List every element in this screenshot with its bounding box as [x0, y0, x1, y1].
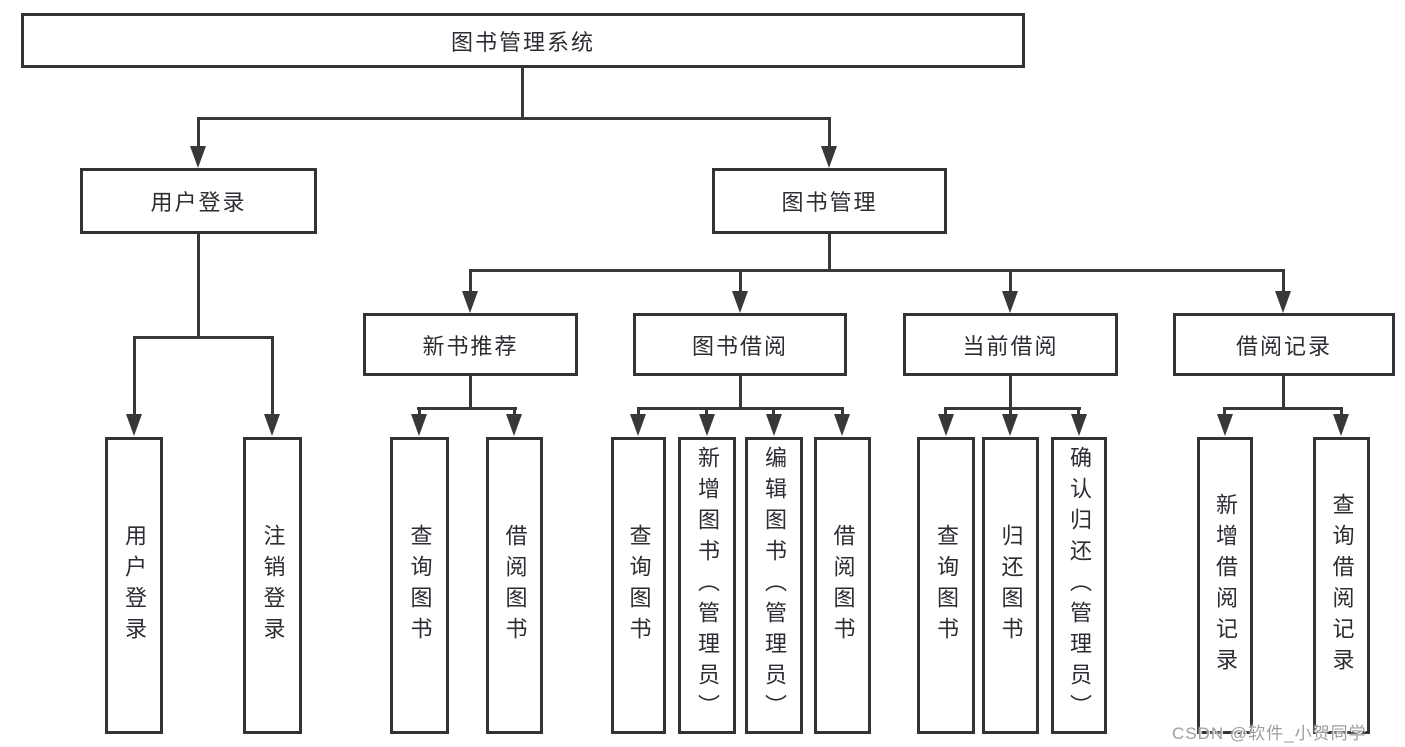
arrow-to-leaf-12: [1217, 414, 1233, 436]
connector-drop-borrow-records: [1282, 269, 1285, 293]
leaf-query-books-1: 查询图书: [390, 437, 449, 734]
connector-book-borrow-stem: [739, 376, 742, 407]
leaf-logout: 注销登录: [243, 437, 302, 734]
node-current-borrowing: 当前借阅: [903, 313, 1118, 376]
node-new-book-recommend: 新书推荐: [363, 313, 578, 376]
connector-drop-leaf-11: [1077, 407, 1080, 416]
arrow-to-leaf-10: [1002, 414, 1018, 436]
arrow-to-book-mgmt: [821, 146, 837, 168]
arrow-to-leaf-5: [630, 414, 646, 436]
connector-drop-leaf-8: [841, 407, 844, 416]
connector-drop-leaf-12: [1223, 407, 1226, 416]
leaf-edit-books-admin: 编辑图书（管理员）: [745, 437, 803, 734]
arrow-to-current-borrow: [1002, 291, 1018, 313]
connector-drop-leaf-3: [418, 407, 421, 416]
connector-drop-new-books: [469, 269, 472, 293]
leaf-query-books-3-label: 查询图书: [934, 523, 959, 648]
connector-drop-user-login: [197, 117, 200, 148]
connector-level3-rail: [469, 269, 1285, 272]
leaf-return-books-label: 归还图书: [998, 523, 1024, 648]
connector-drop-leaf-logout: [271, 336, 274, 416]
connector-drop-leaf-6: [705, 407, 708, 416]
node-current-borrowing-label: 当前借阅: [962, 333, 1059, 359]
leaf-query-borrow-record-label: 查询借阅记录: [1329, 492, 1355, 679]
node-book-management: 图书管理: [712, 168, 947, 234]
arrow-to-new-books: [462, 291, 478, 313]
leaf-user-login-label: 用户登录: [122, 523, 147, 648]
arrow-to-leaf-4: [506, 414, 522, 436]
arrow-to-leaf-13: [1333, 414, 1349, 436]
arrow-to-leaf-logout: [264, 414, 280, 436]
connector-new-books-stem: [469, 376, 472, 407]
leaf-edit-books-admin-label: 编辑图书（管理员）: [762, 446, 787, 725]
connector-drop-leaf-4: [513, 407, 516, 416]
connector-drop-leaf-5: [637, 407, 640, 416]
leaf-add-borrow-record: 新增借阅记录: [1197, 437, 1253, 734]
connector-book-mgmt-stem: [828, 234, 831, 269]
leaf-borrow-books-1: 借阅图书: [486, 437, 543, 734]
leaf-logout-label: 注销登录: [260, 523, 286, 648]
leaf-borrow-books-2: 借阅图书: [814, 437, 871, 734]
root-node-label: 图书管理系统: [450, 29, 595, 55]
arrow-to-book-borrow: [732, 291, 748, 313]
leaf-user-login: 用户登录: [105, 437, 163, 734]
leaf-query-borrow-record: 查询借阅记录: [1313, 437, 1370, 734]
node-book-management-label: 图书管理: [781, 190, 878, 215]
connector-new-books-rail: [417, 407, 517, 410]
connector-borrow-records-rail: [1223, 407, 1343, 410]
root-node-library-system: 图书管理系统: [21, 13, 1025, 68]
connector-user-login-stem: [197, 234, 200, 336]
connector-drop-leaf-10: [1009, 407, 1012, 416]
connector-drop-book-mgmt: [828, 117, 831, 148]
leaf-query-books-2-label: 查询图书: [626, 523, 652, 648]
leaf-borrow-books-2-label: 借阅图书: [830, 523, 856, 648]
leaf-query-books-1-label: 查询图书: [407, 523, 433, 648]
csdn-watermark: CSDN @软件_小贺同学: [1172, 724, 1367, 743]
leaf-query-books-3: 查询图书: [917, 437, 975, 734]
leaf-add-borrow-record-label: 新增借阅记录: [1213, 492, 1238, 679]
leaf-query-books-2: 查询图书: [611, 437, 666, 734]
node-borrowing-records-label: 借阅记录: [1235, 333, 1332, 359]
connector-level2-rail: [197, 117, 831, 120]
connector-current-borrow-stem: [1009, 376, 1012, 407]
leaf-borrow-books-1-label: 借阅图书: [502, 523, 528, 648]
leaf-return-books: 归还图书: [982, 437, 1039, 734]
leaf-add-books-admin-label: 新增图书（管理员）: [695, 446, 720, 725]
node-borrowing-records: 借阅记录: [1173, 313, 1395, 376]
arrow-to-leaf-8: [834, 414, 850, 436]
leaf-confirm-return-admin: 确认归还（管理员）: [1051, 437, 1107, 734]
arrow-to-leaf-3: [411, 414, 427, 436]
connector-drop-current-borrow: [1009, 269, 1012, 293]
node-user-login-label: 用户登录: [150, 190, 247, 215]
connector-drop-leaf-7: [772, 407, 775, 416]
connector-book-borrow-rail: [637, 407, 844, 410]
leaf-confirm-return-admin-label: 确认归还（管理员）: [1067, 446, 1092, 725]
arrow-to-leaf-7: [766, 414, 782, 436]
connector-drop-leaf-13: [1340, 407, 1343, 416]
connector-drop-leaf-9: [944, 407, 947, 416]
node-book-borrowing: 图书借阅: [633, 313, 847, 376]
leaf-add-books-admin: 新增图书（管理员）: [678, 437, 736, 734]
node-new-book-recommend-label: 新书推荐: [422, 333, 519, 359]
arrow-to-leaf-9: [938, 414, 954, 436]
arrow-to-user-login: [190, 146, 206, 168]
connector-drop-book-borrow: [739, 269, 742, 293]
connector-drop-leaf-login: [133, 336, 136, 416]
node-book-borrowing-label: 图书借阅: [691, 333, 788, 359]
connector-borrow-records-stem: [1282, 376, 1285, 407]
arrow-to-leaf-login: [126, 414, 142, 436]
connector-current-borrow-rail: [944, 407, 1081, 410]
arrow-to-leaf-6: [699, 414, 715, 436]
arrow-to-borrow-records: [1275, 291, 1291, 313]
connector-root-stem: [521, 68, 524, 117]
node-user-login: 用户登录: [80, 168, 317, 234]
arrow-to-leaf-11: [1071, 414, 1087, 436]
connector-user-login-rail: [133, 336, 274, 339]
